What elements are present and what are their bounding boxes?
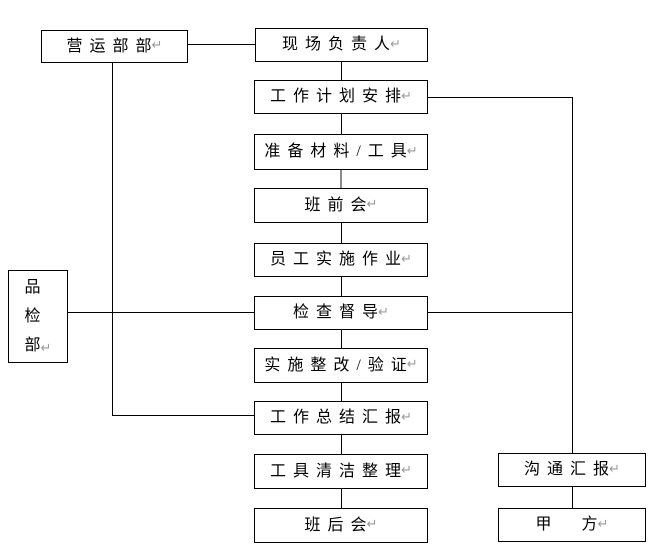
node-post-shift-meeting: 班后会↵ — [254, 508, 428, 543]
node-tool-cleanup-label: 工具清洁整理 — [270, 462, 409, 480]
node-rectification-label: 实施整改/验证 — [264, 356, 414, 374]
paragraph-mark-icon: ↵ — [151, 38, 163, 54]
connector-site-leader-to-work-plan — [341, 62, 342, 80]
paragraph-mark-icon: ↵ — [597, 516, 609, 532]
connector-inspection-to-rectification — [341, 330, 342, 348]
node-work-summary: 工作总结汇报↵ — [254, 401, 428, 435]
paragraph-mark-icon: ↵ — [406, 143, 418, 159]
connector-inspection-right-horizontal — [428, 312, 572, 313]
node-party-a: 甲 方↵ — [498, 508, 646, 542]
node-operations-dept-label: 营运部部 — [66, 37, 159, 55]
connector-pre-shift-to-staff-work — [341, 223, 342, 243]
node-prepare-materials-label: 准备材料/工具 — [264, 143, 414, 161]
paragraph-mark-icon: ↵ — [390, 36, 401, 52]
paragraph-mark-icon: ↵ — [366, 197, 378, 213]
connector-rectification-to-summary — [341, 383, 342, 401]
node-pre-shift-meeting-label: 班前会 — [304, 196, 374, 214]
paragraph-mark-icon: ↵ — [406, 357, 418, 373]
paragraph-mark-icon: ↵ — [40, 340, 52, 356]
node-staff-work-label: 员工实施作业 — [270, 251, 409, 269]
connector-right-rail-vertical — [572, 97, 573, 453]
node-communication: 沟通汇报↵ — [498, 453, 646, 487]
paragraph-mark-icon: ↵ — [401, 251, 412, 267]
node-work-plan: 工作计划安排↵ — [254, 80, 428, 114]
connector-summary-to-cleanup — [341, 435, 342, 454]
node-party-a-label: 甲 方 — [535, 516, 605, 534]
node-site-leader-label: 现场负责人 — [282, 36, 398, 54]
connector-work-plan-right-horizontal — [428, 97, 573, 98]
paragraph-mark-icon: ↵ — [366, 517, 378, 533]
paragraph-mark-icon: ↵ — [401, 463, 412, 479]
node-pre-shift-meeting: 班前会↵ — [254, 188, 428, 223]
node-work-plan-label: 工作计划安排 — [270, 88, 409, 106]
connector-operations-to-site-leader — [188, 44, 255, 45]
node-quality-dept-label: 品 检 部 — [24, 279, 41, 354]
node-post-shift-meeting-label: 班后会 — [304, 516, 374, 534]
node-inspection-label: 检查督导 — [293, 304, 386, 322]
connector-staff-work-to-inspection — [341, 277, 342, 296]
node-site-leader: 现场负责人↵ — [255, 28, 428, 62]
connector-operations-down-vertical — [112, 63, 113, 416]
node-prepare-materials: 准备材料/工具↵ — [254, 134, 428, 170]
connector-work-plan-to-prepare-materials — [341, 114, 342, 134]
node-rectification: 实施整改/验证↵ — [254, 348, 428, 383]
paragraph-mark-icon: ↵ — [609, 461, 620, 477]
node-work-summary-label: 工作总结汇报 — [270, 409, 409, 427]
connector-prepare-materials-to-pre-shift — [340, 170, 342, 188]
connector-communication-to-party-a — [572, 487, 573, 508]
node-staff-work: 员工实施作业↵ — [254, 243, 428, 277]
node-operations-dept: 营运部部↵ — [41, 30, 188, 63]
paragraph-mark-icon: ↵ — [401, 409, 412, 425]
node-communication-label: 沟通汇报 — [524, 461, 617, 479]
node-tool-cleanup: 工具清洁整理↵ — [254, 454, 428, 489]
node-quality-dept: 品 检 部↵ — [8, 270, 68, 363]
connector-operations-to-summary-horizontal — [112, 415, 254, 416]
paragraph-mark-icon: ↵ — [401, 88, 412, 104]
connector-quality-to-inspection — [68, 312, 254, 313]
paragraph-mark-icon: ↵ — [378, 304, 389, 320]
connector-cleanup-to-post-shift — [341, 489, 342, 508]
node-inspection: 检查督导↵ — [254, 296, 428, 330]
